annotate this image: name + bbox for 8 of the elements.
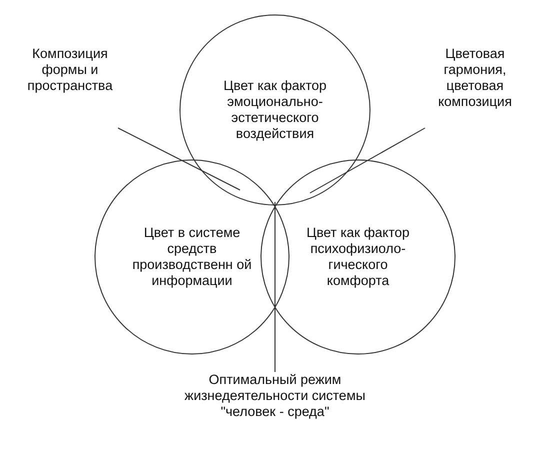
leader-line — [118, 128, 240, 190]
leader-line — [310, 128, 426, 194]
circle-label: Цвет в системе средств производственн ой информации — [132, 225, 252, 289]
annotation-text: Оптимальный режим жизнедеятельности системы "человек - среда" — [184, 372, 366, 420]
circle-label: Цвет как фактор психофизиоло- гического комфорта — [305, 225, 411, 289]
circle-label: Цвет как фактор эмоционально-эстетического воздействия — [222, 78, 328, 142]
annotation-text: Композиция формы и пространства — [26, 46, 114, 94]
annotation-text: Цветовая гармония, цветовая композиция — [437, 46, 513, 110]
